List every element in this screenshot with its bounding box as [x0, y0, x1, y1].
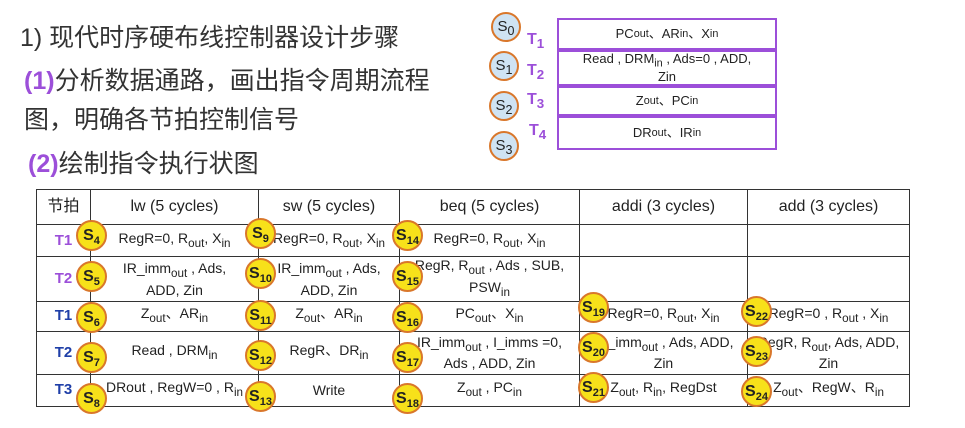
- state-s11: S11: [245, 300, 276, 331]
- table-cell: RegR、DRin: [258, 330, 400, 375]
- table-cell: IR_immout , Ads,ADD, Zin: [258, 256, 400, 302]
- state-s6: S6: [76, 302, 107, 333]
- state-s23: S23: [741, 336, 772, 367]
- state-s19: S19: [578, 292, 609, 323]
- table-cell: Zout、RegW、Rin: [747, 373, 910, 407]
- state-s14: S14: [392, 220, 423, 251]
- heading-analysis-number: (1): [24, 67, 55, 95]
- table-cell: Zout、ARin: [258, 300, 400, 332]
- state-s13: S13: [245, 381, 276, 412]
- state-s1: S1: [489, 51, 519, 81]
- table-cell: RegR, Rout , Ads , SUB,PSWin: [399, 256, 580, 302]
- table-cell: RegR, Rout, Ads, ADD,Zin: [747, 330, 910, 375]
- state-s8: S8: [76, 383, 107, 414]
- state-s15: S15: [392, 261, 423, 292]
- table-cell: RegR=0, Rout, Xin: [90, 224, 259, 257]
- table-cell: IR_immout , Ads,ADD, Zin: [90, 256, 259, 302]
- col-header-beat: 节拍: [36, 189, 91, 225]
- state-s7: S7: [76, 342, 107, 373]
- table-cell: Read , DRMin: [90, 330, 259, 375]
- state-s0: S0: [491, 12, 521, 42]
- table-cell: Zout, Rin, RegDst: [579, 373, 748, 407]
- state-s9: S9: [245, 218, 276, 249]
- heading-draw-number: (2): [28, 150, 59, 178]
- table-cell: Zout , PCin: [399, 373, 580, 407]
- state-s18: S18: [392, 383, 423, 414]
- table-cell: PCout、Xin: [399, 300, 580, 332]
- table-cell: [747, 224, 910, 257]
- state-s24: S24: [741, 376, 772, 407]
- state-s12: S12: [245, 340, 276, 371]
- state-s22: S22: [741, 296, 772, 327]
- state-s2: S2: [489, 91, 519, 121]
- col-header-lw: lw (5 cycles): [90, 189, 259, 225]
- heading-draw-text: 绘制指令执行状图: [58, 150, 259, 178]
- state-table: 节拍 lw (5 cycles) sw (5 cycles) beq (5 cy…: [36, 189, 910, 407]
- table-cell: Zout、ARin: [90, 300, 259, 332]
- state-s16: S16: [392, 302, 423, 333]
- table-cell: RegR=0 , Rout , Xin: [747, 300, 910, 332]
- heading-step: 1) 现代时序硬布线控制器设计步骤: [20, 24, 400, 52]
- heading-analysis-text: 分析数据通路，画出指令周期流程: [54, 67, 430, 95]
- heading-analysis-cont: 图，明确各节拍控制信号: [24, 106, 300, 134]
- table-cell: Write: [258, 373, 400, 407]
- state-s20: S20: [578, 332, 609, 363]
- state-s4: S4: [76, 220, 107, 251]
- state-s3: S3: [489, 131, 519, 161]
- col-header-addi: addi (3 cycles): [579, 189, 748, 225]
- table-cell: [579, 256, 748, 302]
- state-s5: S5: [76, 261, 107, 292]
- table-cell: RegR=0, Rout, Xin: [399, 224, 580, 257]
- state-s21: S21: [578, 372, 609, 403]
- flow-box-2: Read , DRMin , Ads=0 , ADD,Zin: [557, 50, 777, 86]
- col-header-beq: beq (5 cycles): [399, 189, 580, 225]
- col-header-sw: sw (5 cycles): [258, 189, 400, 225]
- state-s17: S17: [392, 342, 423, 373]
- table-cell: [579, 224, 748, 257]
- heading-analysis: (1)分析数据通路，画出指令周期流程: [24, 61, 430, 97]
- table-cell: RegR=0, Rout, Xin: [258, 224, 400, 257]
- flow-t3: T3: [527, 91, 545, 112]
- flow-t2: T2: [527, 62, 545, 83]
- flow-t1: T1: [527, 31, 545, 52]
- table-cell: IR_immout , I_imms =0,Ads , ADD, Zin: [399, 330, 580, 375]
- heading-draw: (2)绘制指令执行状图: [28, 144, 259, 180]
- table-cell: [747, 256, 910, 302]
- flow-t4: T4: [529, 122, 547, 143]
- state-s10: S10: [245, 258, 276, 289]
- col-header-add: add (3 cycles): [747, 189, 910, 225]
- table-cell: DRout , RegW=0 , Rin: [90, 373, 259, 407]
- table-cell: RegR=0, Rout, Xin: [579, 300, 748, 332]
